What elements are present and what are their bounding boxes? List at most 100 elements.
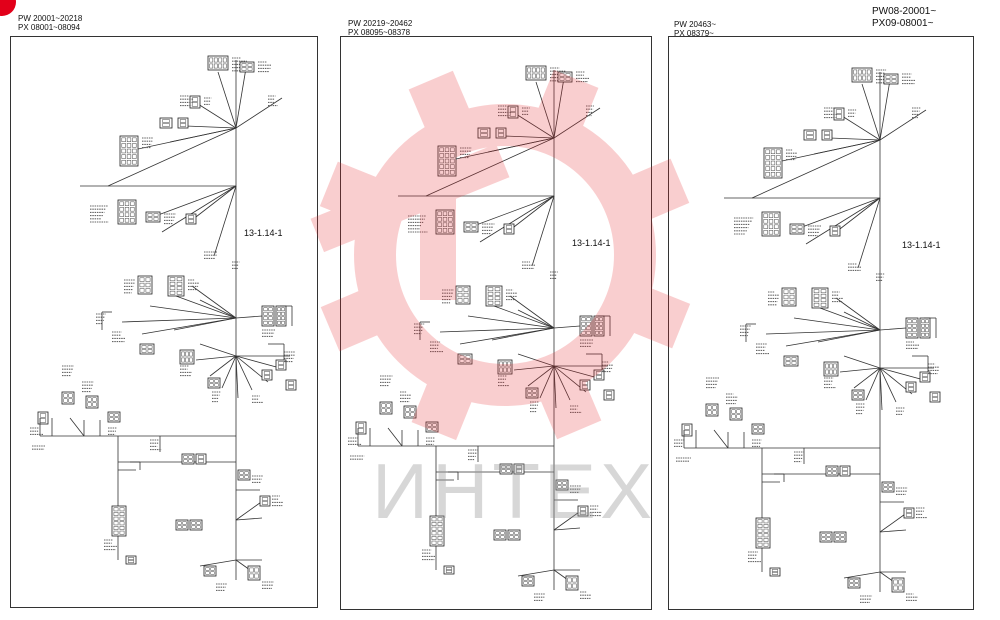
connector-icon: [823, 361, 839, 377]
connector-body: [189, 519, 203, 531]
connector-pin: [567, 577, 572, 583]
panel-middle-header: PW 20219~20462 PX 08095~08378: [348, 19, 412, 37]
connector-body: [285, 379, 297, 391]
connector-icon: [789, 223, 805, 235]
connector-pin: [162, 123, 170, 127]
connector-pin: [853, 391, 858, 395]
connector-pin: [287, 381, 295, 385]
connector-pin: [465, 227, 471, 231]
connector-body: [891, 577, 905, 593]
connector-pin: [471, 227, 477, 231]
connector-pin: [277, 307, 281, 312]
connector-icon: [125, 555, 137, 565]
connector-pin: [501, 469, 506, 473]
connector-body: [593, 369, 605, 381]
connector-icon: [493, 529, 507, 541]
harness-wire: [513, 365, 555, 371]
connector-pin: [153, 213, 159, 217]
connector-icon: [851, 389, 865, 401]
connector-pin: [557, 485, 562, 489]
connector-pin: [239, 471, 244, 475]
connector-body: [493, 529, 507, 541]
connector-pin: [595, 326, 599, 331]
connector-pin: [771, 572, 779, 575]
harness-wire: [553, 365, 571, 401]
harness-wire: [191, 285, 237, 319]
connector-pin: [765, 160, 770, 166]
connector-pin: [813, 293, 820, 298]
connector-pin: [768, 219, 774, 224]
connector-body: [577, 505, 589, 517]
connector-pin: [579, 507, 587, 511]
connector-pin: [431, 517, 437, 522]
connector-pin: [503, 361, 507, 367]
connector-pin: [770, 155, 776, 160]
connector-pin: [835, 533, 840, 537]
connector-pin: [119, 507, 125, 512]
harness-wire: [861, 83, 881, 141]
connector-pin: [179, 119, 187, 123]
connector-pin: [121, 154, 126, 159]
connector-pin: [187, 219, 195, 223]
connector-icon: [783, 355, 799, 367]
harness-wire: [865, 367, 881, 401]
panel-middle-frame: [340, 36, 652, 610]
connector-body: [929, 391, 941, 403]
panel-left-header-line-1: PW 20001~20218: [18, 14, 83, 23]
connector-pin: [813, 289, 820, 294]
panel-middle-header-line-1: PW 20219~20462: [348, 19, 413, 28]
connector-body: [825, 465, 839, 477]
connector-pin: [431, 540, 437, 545]
connector-pin: [249, 573, 254, 579]
connector-pin: [559, 77, 565, 81]
connector-body: [107, 411, 121, 423]
connector-pin: [457, 292, 463, 298]
connector-body: [435, 209, 455, 235]
connector-pin: [480, 133, 488, 137]
connector-icon: [555, 479, 569, 491]
connector-pin: [437, 211, 442, 216]
panel-left-header: PW 20001~20218 PX 08001~08094: [18, 14, 82, 32]
harness-wire: [553, 527, 581, 531]
connector-pin: [832, 471, 837, 475]
connector-pin: [249, 567, 254, 573]
connector-icon: [167, 275, 185, 297]
connector-pin: [581, 381, 589, 385]
connector-pin: [921, 377, 929, 381]
connector-pin: [527, 67, 532, 73]
connector-body: [881, 481, 895, 493]
connector-pin: [925, 319, 929, 324]
connector-icon: [145, 211, 161, 223]
connector-body: [203, 565, 217, 577]
connector-pin: [487, 296, 494, 301]
connector-pin: [218, 57, 223, 63]
connector-icon: [177, 117, 189, 129]
connector-pin: [833, 363, 837, 369]
connector-pin: [501, 465, 506, 469]
connector-pin: [442, 222, 448, 227]
connector-pin: [439, 158, 444, 164]
harness-wire: [879, 109, 927, 141]
harness-wire: [235, 355, 281, 369]
connector-pin: [439, 169, 444, 175]
connector-pin: [439, 164, 444, 169]
connector-pin: [121, 143, 126, 148]
harness-wire: [161, 185, 237, 233]
connector-pin: [381, 408, 386, 413]
connector-pin: [205, 571, 210, 575]
connector-pin: [254, 573, 259, 579]
connector-pin: [757, 528, 763, 533]
harness-wire: [213, 185, 237, 257]
connector-icon: [881, 481, 895, 493]
connector-pin: [532, 393, 537, 397]
connector-body: [497, 359, 513, 375]
harness-wire: [535, 81, 555, 139]
connector-body: [903, 507, 915, 519]
connector-pin: [572, 577, 577, 583]
harness-wire: [491, 327, 555, 341]
harness-wire: [793, 317, 881, 331]
connector-pin: [912, 328, 917, 333]
connector-pin: [132, 143, 137, 148]
connector-pin: [209, 57, 214, 63]
